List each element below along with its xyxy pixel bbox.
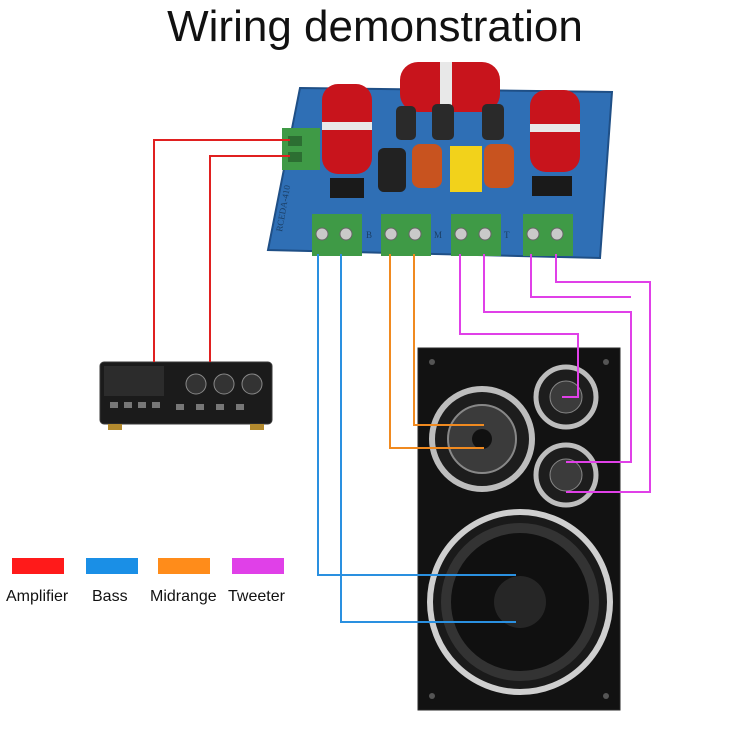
terminal-mark-t: T [504,230,510,240]
amplifier-wire-2 [209,155,290,362]
tweeter-2-wire-2 [555,254,651,493]
capacitor [432,104,454,140]
bass-wire-2 [340,254,516,623]
amplifier-input-terminal [282,128,320,170]
amplifier-display [104,366,164,396]
legend-swatch-midrange [158,558,210,574]
capacitor [482,104,504,140]
legend-swatch-tweeter [232,558,284,574]
bass-wire-1 [317,254,516,576]
film-capacitor [412,144,442,188]
midrange-wire-1 [389,254,484,449]
speaker-cabinet [417,347,621,711]
amplifier-wire-1 [153,139,290,362]
tweeter-1-wire-1 [459,254,579,398]
tweeter-1-wire-2 [483,254,632,463]
amplifier-foot [108,424,122,430]
legend-label-tweeter: Tweeter [228,588,285,605]
amplifier-knob [213,373,235,395]
amplifier-foot [250,424,264,430]
legend-swatch-bass [86,558,138,574]
legend-label-amplifier: Amplifier [6,588,69,605]
amplifier [99,361,273,430]
midrange-wire-2 [413,254,484,426]
crossover-board: RCEDA-410 B M T [266,62,614,260]
wires [153,139,651,623]
legend-label-midrange: Midrange [150,588,217,605]
film-capacitor [484,144,514,188]
legend-swatch-amplifier [12,558,64,574]
terminal-mark-b: B [366,230,372,240]
tweeter-2-wire-1 [530,254,631,298]
amplifier-knob [241,373,263,395]
page-title: Wiring demonstration [167,2,583,51]
legend-label-bass: Bass [92,588,128,605]
capacitor [396,106,416,140]
capacitor [378,148,406,192]
film-capacitor-yellow [450,146,482,192]
terminal-mark-m: M [434,230,442,240]
amplifier-knob [185,373,207,395]
